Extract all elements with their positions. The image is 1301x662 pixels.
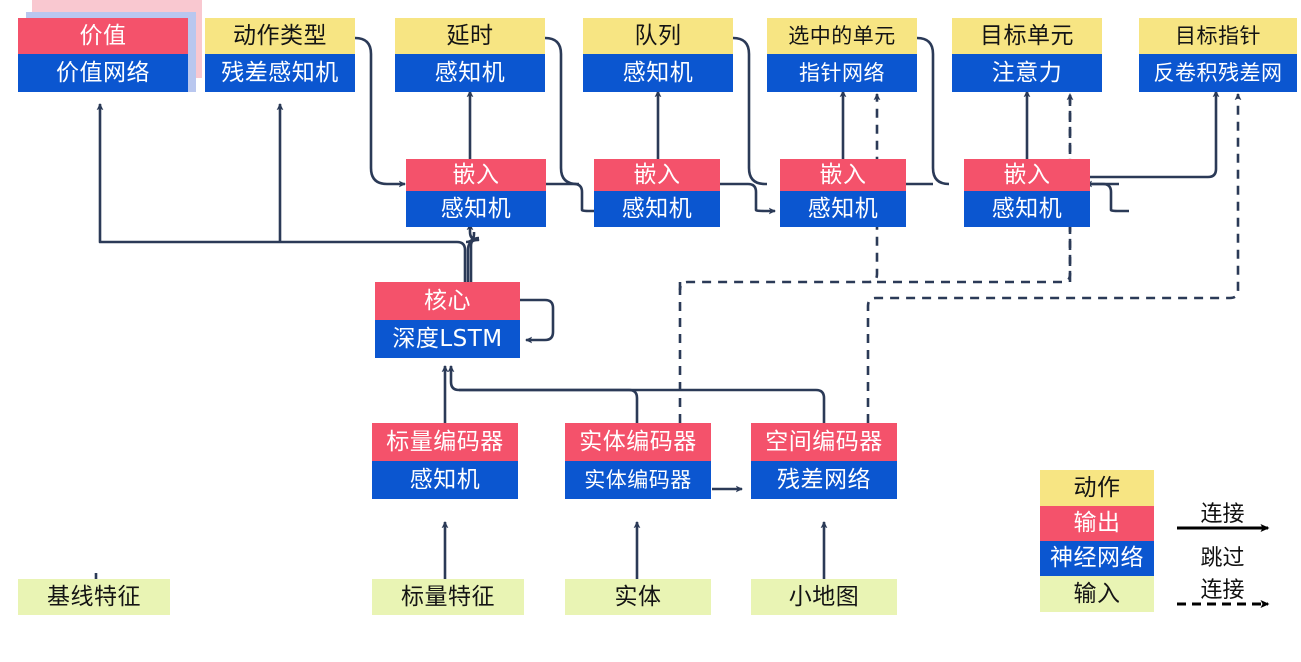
wire-core-to-value — [96, 102, 467, 282]
node-embed-3[interactable]: 嵌入 感知机 — [780, 159, 906, 227]
legend-label-skip-line1: 跳过 — [1200, 546, 1245, 571]
node-scalar-encoder[interactable]: 标量编码器 感知机 — [372, 423, 518, 499]
node-spatial-encoder[interactable]: 空间编码器 残差网络 — [751, 423, 897, 499]
node-delay-top: 延时 — [395, 18, 545, 54]
node-target-unit-top: 目标单元 — [952, 18, 1102, 54]
wire-embed2-to-embed3 — [719, 182, 777, 215]
node-scalar-encoder-bottom: 感知机 — [372, 461, 518, 499]
node-entity-encoder-top: 实体编码器 — [565, 423, 711, 461]
node-core-bottom: 深度LSTM — [375, 320, 520, 358]
wire-embed4-to-targetpoint — [1074, 89, 1220, 179]
node-entity-encoder-bottom: 实体编码器 — [565, 461, 711, 499]
node-embed-1-bottom: 感知机 — [406, 191, 546, 227]
node-value-bottom: 价值网络 — [18, 54, 188, 92]
node-scalar-encoder-top: 标量编码器 — [372, 423, 518, 461]
node-target-point-top: 目标指针 — [1139, 18, 1297, 54]
wire-delay-to-embed2 — [544, 36, 579, 186]
node-embed-3-bottom: 感知机 — [780, 191, 906, 227]
node-core[interactable]: 核心 深度LSTM — [375, 282, 520, 358]
node-spatial-encoder-top: 空间编码器 — [751, 423, 897, 461]
input-baseline-features[interactable]: 基线特征 — [18, 579, 170, 615]
node-value-top: 价值 — [18, 18, 188, 54]
skip-spatial-to-targetpoint — [866, 92, 1242, 423]
wire-core-bus-right — [469, 236, 480, 282]
skip-entity-to-selected — [678, 92, 881, 423]
wire-core-to-embed1 — [466, 222, 480, 283]
node-action-type-bottom: 残差感知机 — [205, 54, 355, 92]
input-entities[interactable]: 实体 — [565, 579, 711, 615]
wire-core-self-loop — [520, 298, 555, 344]
node-embed-1-top: 嵌入 — [406, 159, 546, 191]
node-action-type-top: 动作类型 — [205, 18, 355, 54]
wire-selected-to-embed4 — [916, 36, 950, 186]
node-action-type[interactable]: 动作类型 残差感知机 — [205, 18, 355, 92]
node-delay[interactable]: 延时 感知机 — [395, 18, 545, 92]
node-target-point[interactable]: 目标指针 反卷积残差网 — [1139, 18, 1297, 92]
node-target-point-bottom: 反卷积残差网 — [1139, 54, 1297, 92]
wire-actiontype-to-embed1 — [354, 36, 407, 188]
node-embed-2-bottom: 感知机 — [594, 191, 720, 227]
node-embed-2[interactable]: 嵌入 感知机 — [594, 159, 720, 227]
legend-swatch-input: 输入 — [1040, 576, 1154, 612]
node-selected-units[interactable]: 选中的单元 指针网络 — [767, 18, 917, 92]
wire-embed1-to-embed2 — [545, 182, 602, 215]
node-embed-3-top: 嵌入 — [780, 159, 906, 191]
node-selected-units-bottom: 指针网络 — [767, 54, 917, 92]
input-minimap[interactable]: 小地图 — [751, 579, 897, 615]
node-target-unit[interactable]: 目标单元 注意力 — [952, 18, 1102, 92]
wire-queue-to-embed3 — [732, 36, 767, 186]
node-embed-2-top: 嵌入 — [594, 159, 720, 191]
node-delay-bottom: 感知机 — [395, 54, 545, 92]
node-queue[interactable]: 队列 感知机 — [583, 18, 733, 92]
node-selected-units-top: 选中的单元 — [767, 18, 917, 54]
wire-spatialenc-to-core — [447, 364, 826, 423]
legend-swatch-output: 输出 — [1040, 506, 1154, 541]
node-embed-4-bottom: 感知机 — [964, 191, 1090, 227]
legend-swatch-action: 动作 — [1040, 470, 1154, 506]
legend-label-connection: 连接 — [1200, 502, 1245, 527]
node-queue-bottom: 感知机 — [583, 54, 733, 92]
node-spatial-encoder-bottom: 残差网络 — [751, 461, 897, 499]
legend-swatches: 动作 输出 神经网络 输入 — [1040, 470, 1154, 612]
node-embed-1[interactable]: 嵌入 感知机 — [406, 159, 546, 227]
node-embed-4[interactable]: 嵌入 感知机 — [964, 159, 1090, 227]
node-queue-top: 队列 — [583, 18, 733, 54]
node-value[interactable]: 价值 价值网络 — [18, 0, 202, 92]
node-entity-encoder[interactable]: 实体编码器 实体编码器 — [565, 423, 711, 499]
wire-entityenc-to-core — [459, 388, 639, 423]
node-target-unit-bottom: 注意力 — [952, 54, 1102, 92]
node-embed-4-top: 嵌入 — [964, 159, 1090, 191]
legend-swatch-nn: 神经网络 — [1040, 541, 1154, 576]
legend-label-skip-line2: 连接 — [1200, 578, 1245, 603]
input-scalar-features[interactable]: 标量特征 — [372, 579, 524, 615]
legend-arrow-glyphs — [1177, 524, 1270, 608]
node-core-top: 核心 — [375, 282, 520, 320]
